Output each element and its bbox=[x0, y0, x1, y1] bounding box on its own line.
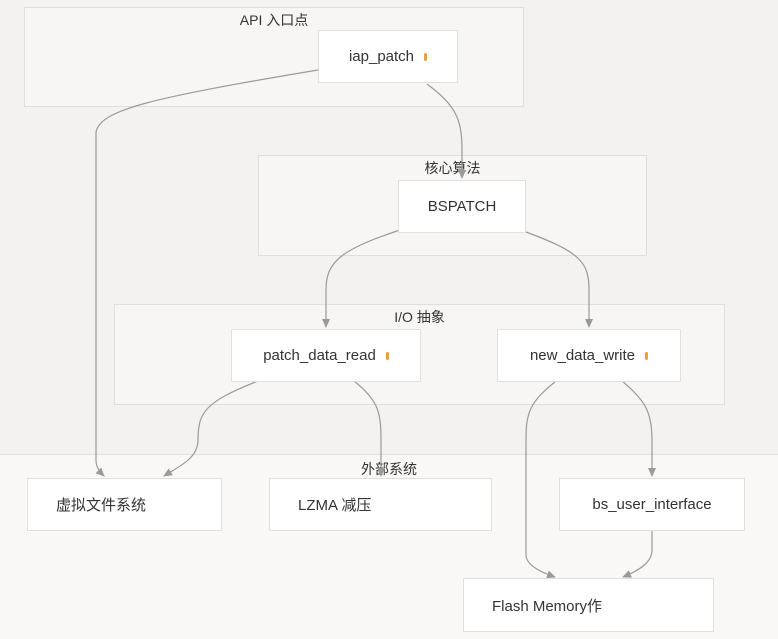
node-lzma-decompress[interactable]: LZMA 减压 bbox=[269, 478, 492, 531]
node-bs-user-interface[interactable]: bs_user_interface bbox=[559, 478, 745, 531]
node-virtual-file-system[interactable]: 虚拟文件系统 bbox=[27, 478, 222, 531]
cluster-label-external: 外部系统 bbox=[361, 461, 417, 477]
node-bs-user-interface-label: bs_user_interface bbox=[592, 496, 712, 513]
node-new-data-write-label: new_data_write bbox=[529, 347, 636, 364]
cluster-label-core: 核心算法 bbox=[424, 160, 481, 176]
node-marker-icon bbox=[385, 351, 389, 360]
node-iap-patch[interactable]: iap_patch bbox=[318, 30, 458, 83]
cluster-label-api: API 入口点 bbox=[239, 12, 309, 28]
node-bspatch[interactable]: BSPATCH bbox=[398, 180, 526, 233]
node-marker-icon bbox=[424, 52, 428, 61]
node-bspatch-label: BSPATCH bbox=[427, 198, 497, 215]
cluster-label-io: I/O 抽象 bbox=[394, 309, 445, 325]
node-new-data-write[interactable]: new_data_write bbox=[497, 329, 681, 382]
node-flash-label: Flash Memory作 bbox=[492, 597, 603, 615]
node-iap-patch-label: iap_patch bbox=[348, 48, 415, 65]
edge-iap-patch-to-vfs bbox=[95, 69, 319, 477]
node-marker-icon bbox=[645, 351, 649, 360]
node-flash-memory[interactable]: Flash Memory作 bbox=[463, 578, 714, 632]
node-lzma-label: LZMA 减压 bbox=[298, 497, 372, 514]
node-vfs-label: 虚拟文件系统 bbox=[56, 497, 147, 514]
node-patch-data-read-label: patch_data_read bbox=[263, 347, 376, 364]
node-patch-data-read[interactable]: patch_data_read bbox=[231, 329, 421, 382]
